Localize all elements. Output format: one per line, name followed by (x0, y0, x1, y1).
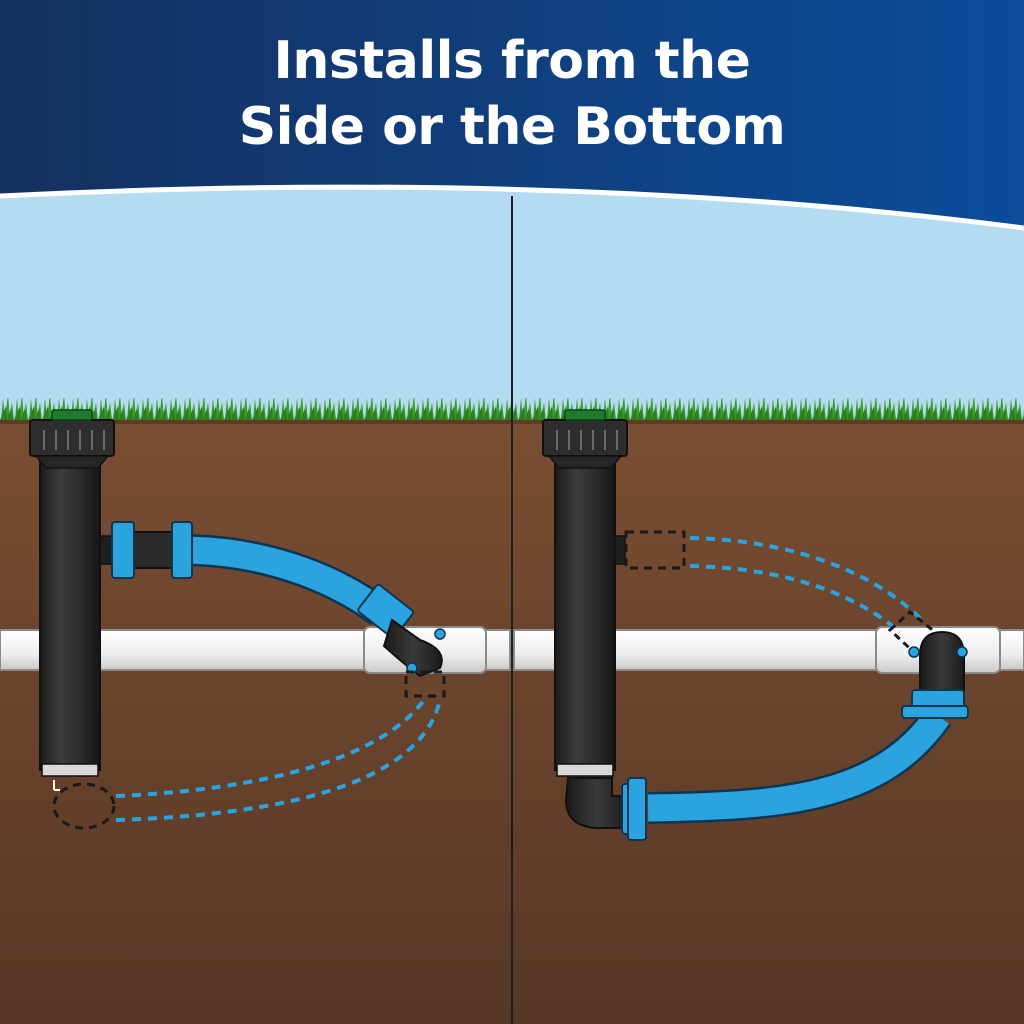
elbow-left (382, 618, 443, 678)
title-line-1: Installs from the (273, 31, 751, 91)
panel-side-inlet (0, 409, 511, 830)
elbow-right-top (919, 630, 965, 695)
title-line-2: Side or the Bottom (238, 97, 786, 157)
dashed-alternate-left (52, 670, 446, 830)
sprinkler-cap-left (51, 409, 93, 421)
sprinkler-cap-right (564, 409, 606, 421)
flex-fitting-left (129, 531, 173, 569)
banner-edge (0, 184, 1024, 231)
page-title: Installs from the Side or the Bottom (0, 28, 1024, 160)
flex-pipe-left (111, 521, 446, 678)
sprinkler-body-left (29, 409, 115, 777)
sprinkler-body-right (542, 409, 628, 777)
panel-bottom-inlet (513, 409, 1024, 841)
flex-pipe-right (564, 630, 969, 841)
header-banner (0, 0, 1024, 228)
